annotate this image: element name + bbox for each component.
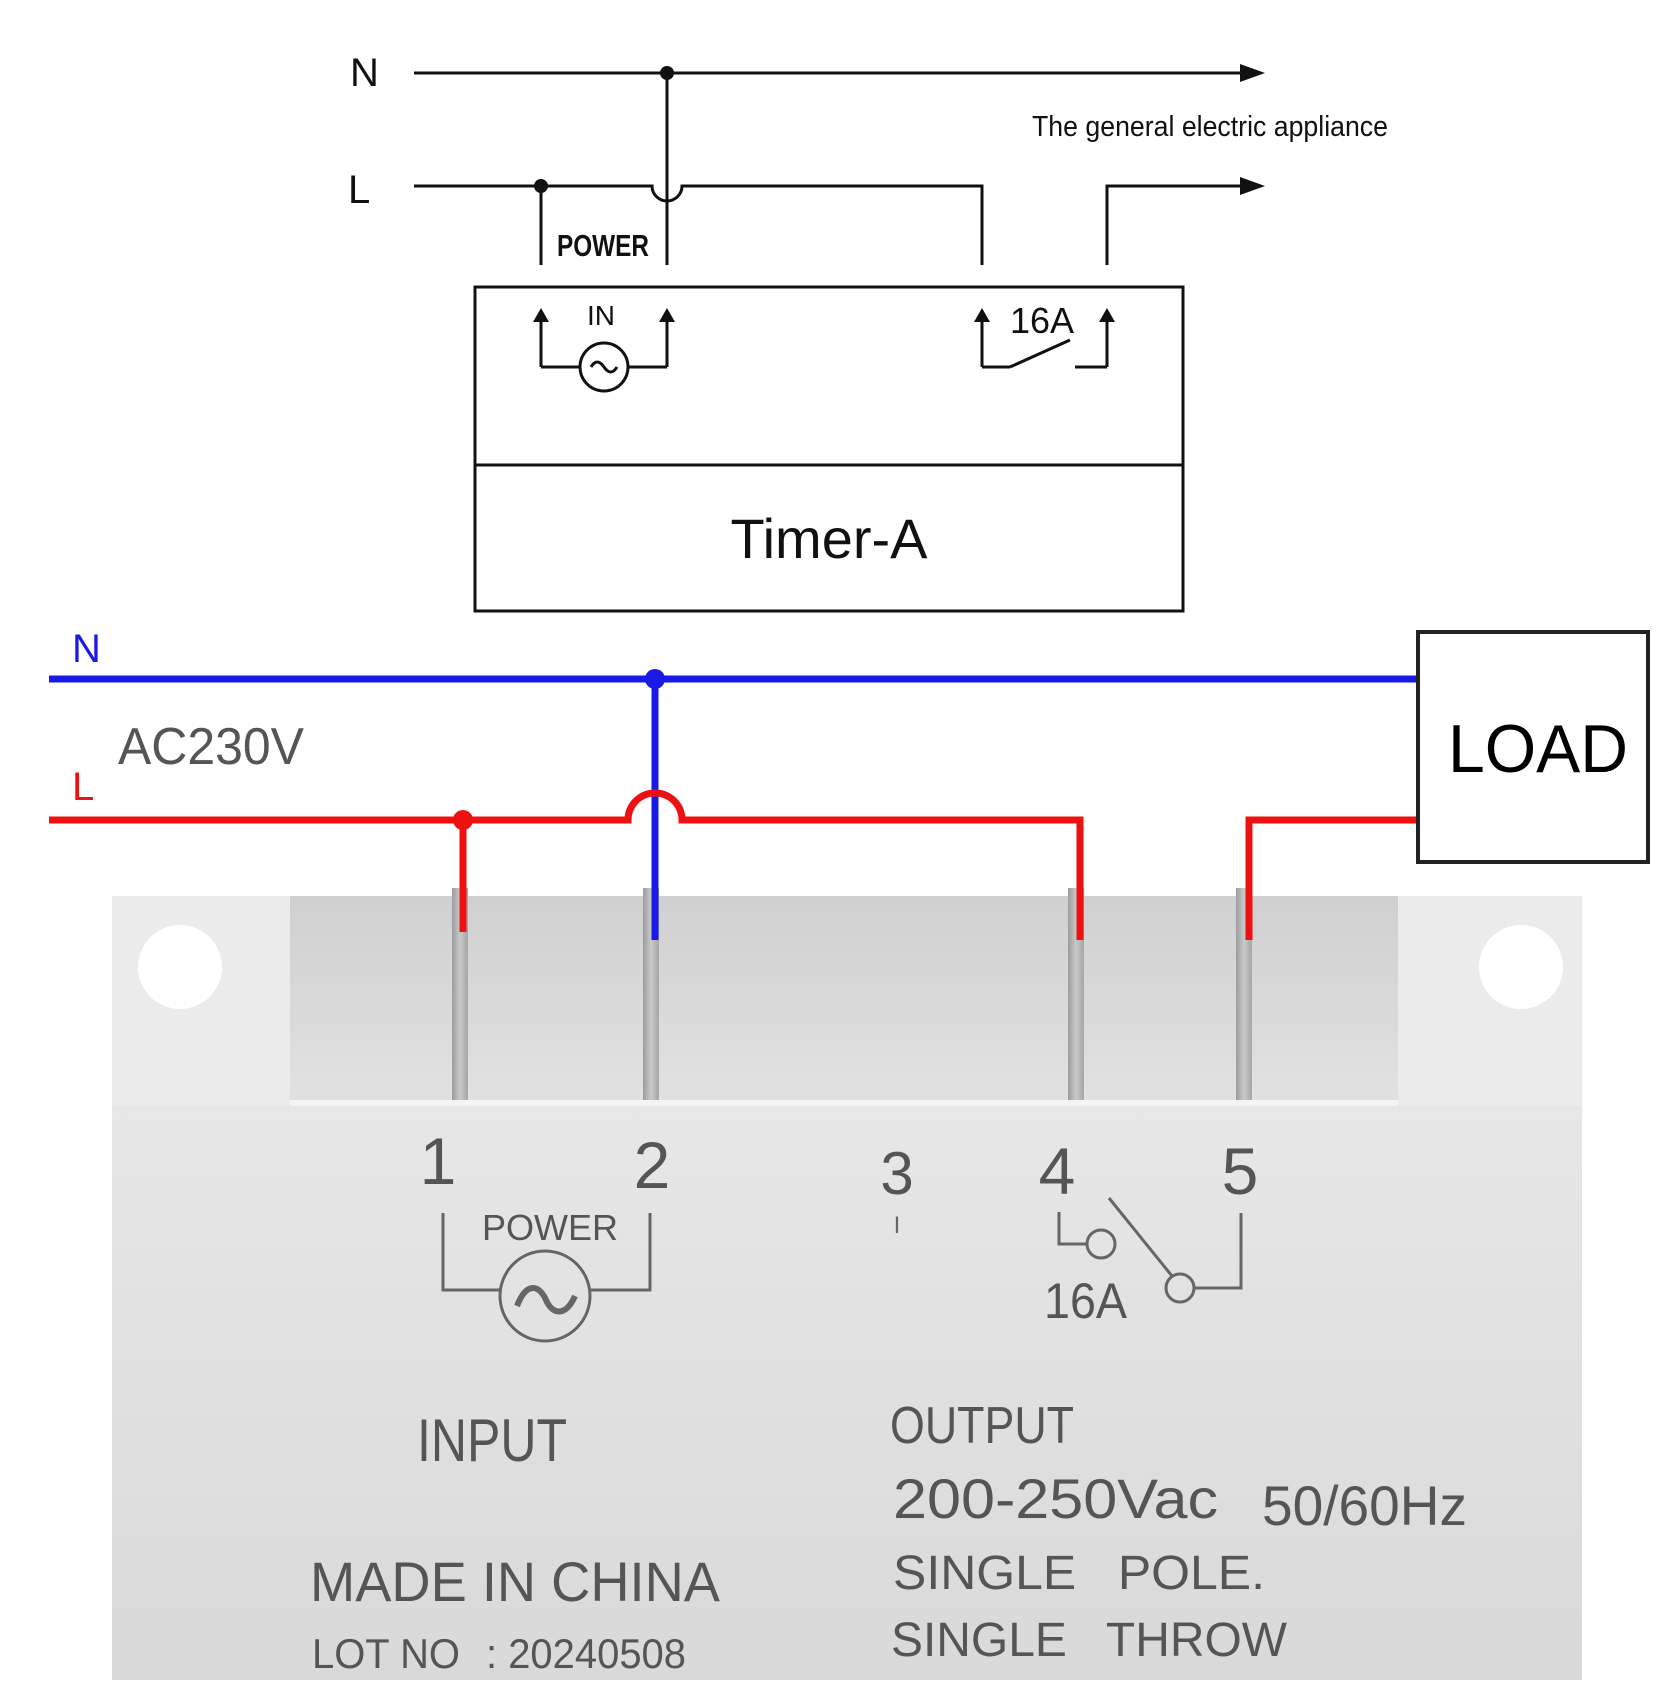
body-relay-rating: 16A [1044,1273,1128,1329]
throw-spec: SINGLE THROW [891,1614,1288,1667]
top-n-label: N [350,51,379,95]
terminal-number-1: 1 [420,1124,457,1198]
top-power-label: POWER [557,228,649,263]
top-n-arrow [1240,64,1265,82]
terminal-pin-5 [1236,888,1252,1100]
terminal-pin-1 [452,888,468,1100]
load-return-wire [1245,816,1418,940]
terminal-slot [290,896,1398,1106]
voltage-label: AC230V [118,718,304,776]
terminal-number-5: 5 [1222,1134,1259,1208]
wiring-l-label: L [72,765,94,809]
lot-label: LOT NO [312,1630,460,1677]
load-label: LOAD [1448,711,1628,787]
body-power-label: POWER [482,1207,618,1248]
terminal-number-2: 2 [634,1128,671,1202]
top-schematic: N L The general electric appliance POWER… [348,51,1388,613]
mounting-hole-right [1479,925,1563,1009]
body-ac-icon [498,1249,592,1343]
load-box [1416,630,1650,864]
frequency-spec: 50/60Hz [1262,1474,1467,1537]
top-relay-symbol: 16A [974,300,1115,369]
timer-device-body: 1 2 3 4 5 I POWER 16A INPUT OUTPUT 200-2… [112,888,1582,1680]
top-l-line [414,184,984,265]
origin-label: MADE IN CHINA [310,1550,721,1613]
voltage-spec: 200-250Vac [893,1467,1218,1530]
terminal-pin-4 [1068,888,1084,1100]
top-relay-rating: 16A [1010,300,1074,341]
top-power-symbol: IN [533,300,675,393]
top-in-label: IN [587,300,615,331]
terminal-number-4: 4 [1039,1134,1076,1208]
body-relay-symbol [1057,1197,1243,1304]
terminal3-mark: I [894,1212,901,1239]
terminal-pin-2 [643,888,659,1100]
top-l-label: L [348,168,370,212]
body-power-symbol [441,1213,652,1343]
lot-value: : 20240508 [486,1630,686,1677]
input-label: INPUT [417,1407,567,1474]
output-label: OUTPUT [890,1397,1074,1455]
top-load-arrow [1240,177,1265,195]
ac-source-icon [578,341,630,393]
terminal-number-3: 3 [880,1140,913,1207]
pole-spec: SINGLE POLE. [893,1547,1265,1600]
colored-wiring: N L AC230V LOAD [49,627,1650,940]
wiring-n-label: N [72,627,101,671]
mounting-hole-left [138,925,222,1009]
timer-box [473,285,1185,613]
top-load-line [1105,184,1240,265]
device-name: Timer-A [730,507,928,570]
live-wire [49,789,1084,940]
appliance-label: The general electric appliance [1032,111,1388,143]
